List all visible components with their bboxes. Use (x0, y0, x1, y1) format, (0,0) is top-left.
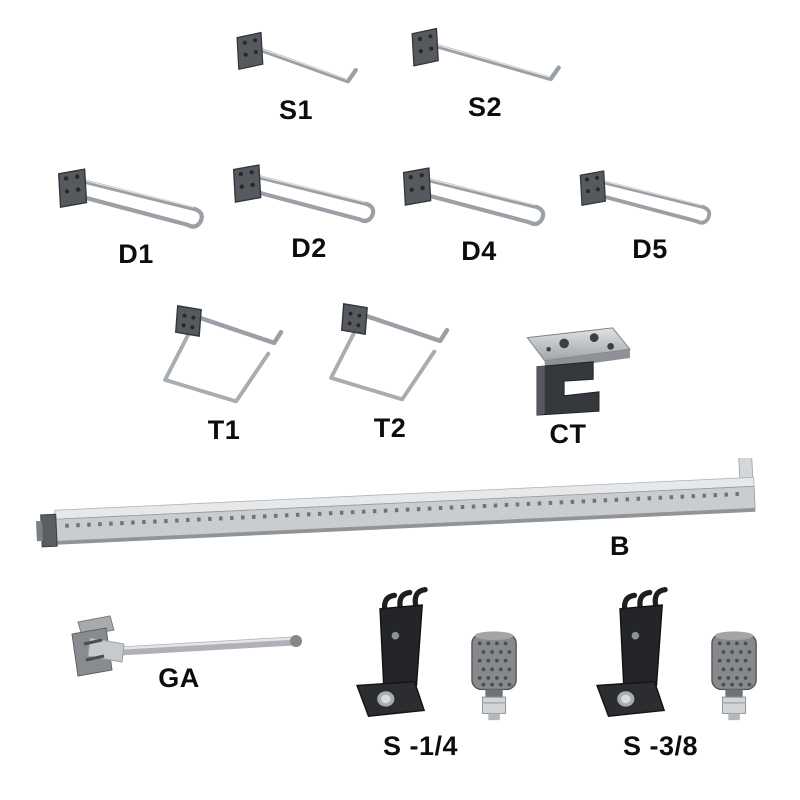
part-label-d1: D1 (118, 239, 154, 269)
knurled-knob-icon (466, 628, 524, 724)
part-label-t1: T1 (207, 415, 241, 445)
part-label-s14: S -1/4 (382, 731, 459, 761)
part-ga: GA (62, 600, 312, 700)
part-t2: T2 (322, 300, 458, 442)
pronged-l-bracket-icon (340, 582, 468, 720)
part-label-d5: D5 (632, 234, 668, 264)
part-label-d2: D2 (291, 233, 327, 263)
loop-hook-icon (322, 300, 458, 412)
part-d1: D1 (55, 168, 217, 268)
part-label-s38: S -3/8 (622, 731, 699, 761)
part-s2: S2 (407, 26, 563, 121)
part-label-t2: T2 (373, 413, 407, 443)
double-prong-hook-icon (55, 168, 217, 238)
part-label-ct: CT (549, 419, 587, 449)
single-prong-hook-long-icon (407, 26, 563, 91)
part-label-d4: D4 (461, 236, 497, 266)
part-s38: S -3/8 (578, 582, 768, 767)
part-d2: D2 (230, 164, 388, 262)
part-ct: CT (498, 326, 638, 448)
double-prong-hook-icon (400, 167, 558, 235)
part-s14: S -1/4 (338, 582, 528, 767)
part-t1: T1 (156, 302, 292, 444)
loop-hook-icon (156, 302, 292, 414)
part-s1: S1 (232, 30, 360, 124)
part-label-s2: S2 (467, 92, 503, 122)
part-label-s1: S1 (278, 95, 314, 125)
clamp-bracket-icon (498, 326, 638, 418)
part-d5: D5 (577, 170, 723, 263)
perforated-bar-icon (35, 458, 765, 568)
part-label-ga: GA (158, 663, 200, 693)
part-b: B (35, 458, 765, 570)
single-prong-hook-icon (232, 30, 360, 94)
pronged-l-bracket-icon (580, 582, 708, 720)
double-prong-hook-icon (230, 164, 388, 232)
double-prong-hook-icon (577, 170, 723, 233)
part-label-b: B (610, 531, 630, 561)
part-d4: D4 (400, 167, 558, 265)
knurled-knob-icon (706, 628, 764, 724)
